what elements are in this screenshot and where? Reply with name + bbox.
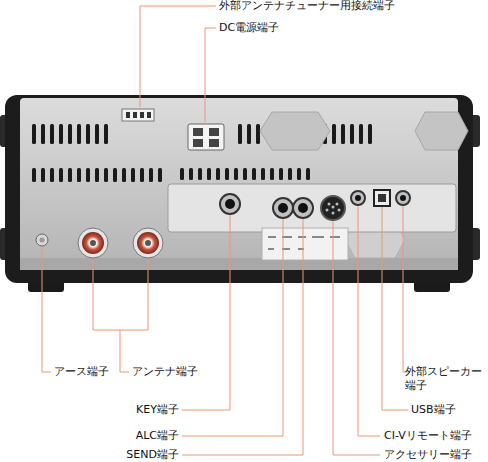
jack-panel <box>168 184 456 232</box>
ground-screw <box>36 234 48 246</box>
part-label: USB端子 <box>411 403 456 417</box>
part-label: ALC端子 <box>136 429 179 443</box>
part-label: DC電源端子 <box>219 21 279 35</box>
housing <box>0 95 480 292</box>
part-label: SEND端子 <box>126 448 179 462</box>
dc-connector <box>188 124 224 150</box>
leader-lines <box>42 6 408 455</box>
tuner-connector <box>122 109 154 121</box>
print-panel <box>262 228 348 260</box>
part-label: アンテナ端子 <box>132 365 198 379</box>
antenna-connector <box>78 228 163 258</box>
rubber-pad <box>415 112 468 150</box>
part-label: 外部アンテナチューナー用接続端子 <box>219 0 395 13</box>
rubber-pad <box>260 112 330 150</box>
part-label: CI-Vリモート端子 <box>384 429 472 443</box>
part-label: アクセサリー端子 <box>384 448 472 462</box>
part-label: アース端子 <box>54 365 109 379</box>
part-label: 外部スピーカー端子 <box>405 365 484 393</box>
part-label: KEY端子 <box>136 403 179 417</box>
panel-marks <box>268 236 340 250</box>
